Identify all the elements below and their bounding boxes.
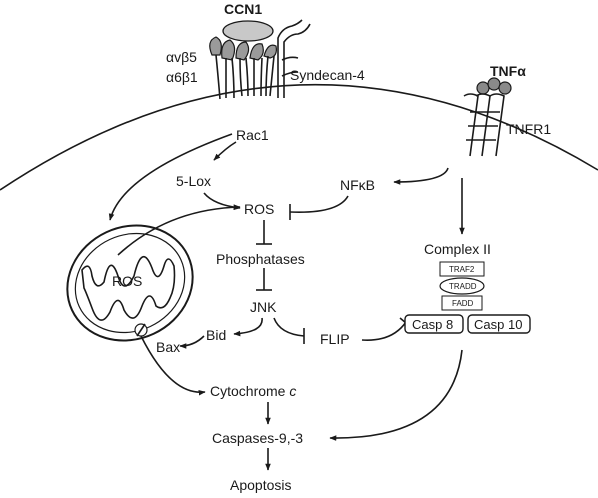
integrin-receptors (209, 36, 277, 61)
tnf-alpha-label: TNFα (490, 63, 526, 79)
complex-ii-components (404, 261, 531, 334)
fadd-label: FADD (452, 299, 474, 308)
ros-cytosol-label: ROS (244, 201, 274, 217)
integrin-avb5-label: αvβ5 (166, 49, 197, 65)
tnf-alpha-trimer (476, 77, 512, 95)
caspases-label: Caspases-9,-3 (212, 430, 303, 446)
integrin-transmembrane-legs (215, 54, 275, 100)
tradd-label: TRADD (449, 282, 477, 291)
ccn1-receptor-complex (209, 19, 311, 100)
mitochondrion-inner-membrane (74, 232, 186, 334)
rac1-label: Rac1 (236, 127, 269, 143)
syndecan-4-receptor (277, 19, 311, 98)
tnfr1-receptor (463, 77, 512, 157)
pathway-connectors (108, 133, 465, 471)
syndecan-4-label: Syndecan-4 (290, 67, 365, 83)
cytochrome-c-italic: c (289, 383, 296, 399)
ccn1-label: CCN1 (224, 1, 262, 17)
bid-label: Bid (206, 327, 226, 343)
cytochrome-prefix: Cytochrome (210, 383, 289, 399)
apoptosis-label: Apoptosis (230, 477, 291, 493)
fadd-box (441, 295, 483, 311)
cytochrome-c-label: Cytochrome c (210, 383, 296, 399)
casp10-box (467, 314, 531, 334)
casp10-label: Casp 10 (474, 317, 522, 332)
tradd-oval (439, 277, 485, 295)
casp8-label: Casp 8 (412, 317, 453, 332)
integrin-a6b1-label: α6β1 (166, 69, 198, 85)
5-lox-label: 5-Lox (176, 173, 211, 189)
traf2-label: TRAF2 (449, 265, 475, 274)
traf2-box (439, 261, 485, 277)
flip-label: FLIP (320, 331, 350, 347)
ccn1-ligand (222, 20, 274, 42)
mitochondrion-cristae (81, 256, 176, 321)
nfkb-label: NFκB (340, 177, 375, 193)
bax-label: Bax (156, 339, 180, 355)
tnfr1-label: TNFR1 (506, 121, 551, 137)
cell-membrane (0, 83, 598, 191)
phosphatases-label: Phosphatases (216, 251, 305, 267)
jnk-label: JNK (250, 299, 277, 315)
complex-ii-label: Complex II (424, 241, 491, 257)
casp8-box (404, 314, 464, 334)
mitochondrion (66, 224, 194, 342)
ros-mitochondria-label: ROS (112, 273, 142, 289)
